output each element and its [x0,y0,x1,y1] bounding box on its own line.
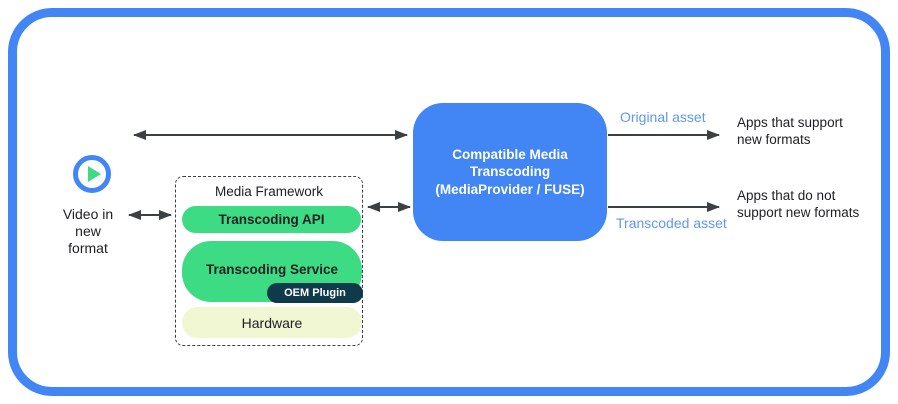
play-icon [73,155,111,193]
oem-plugin-block: OEM Plugin [267,283,363,303]
play-triangle-icon [87,166,101,182]
transcoding-api-block: Transcoding API [182,206,361,233]
apps-no-support-label: Apps that do not support new formats [737,188,860,220]
apps-support-label: Apps that support new formats [737,115,843,147]
compatible-media-transcoding-block: Compatible Media Transcoding (MediaProvi… [413,103,607,241]
media-framework-group [175,176,363,346]
outer-frame-border [8,8,890,396]
media-framework-title: Media Framework [214,184,324,199]
source-video-label: Video in new format [62,206,114,256]
transcoded-asset-label: Transcoded asset [616,215,727,231]
original-asset-label: Original asset [620,109,706,125]
hardware-block: Hardware [182,307,362,338]
